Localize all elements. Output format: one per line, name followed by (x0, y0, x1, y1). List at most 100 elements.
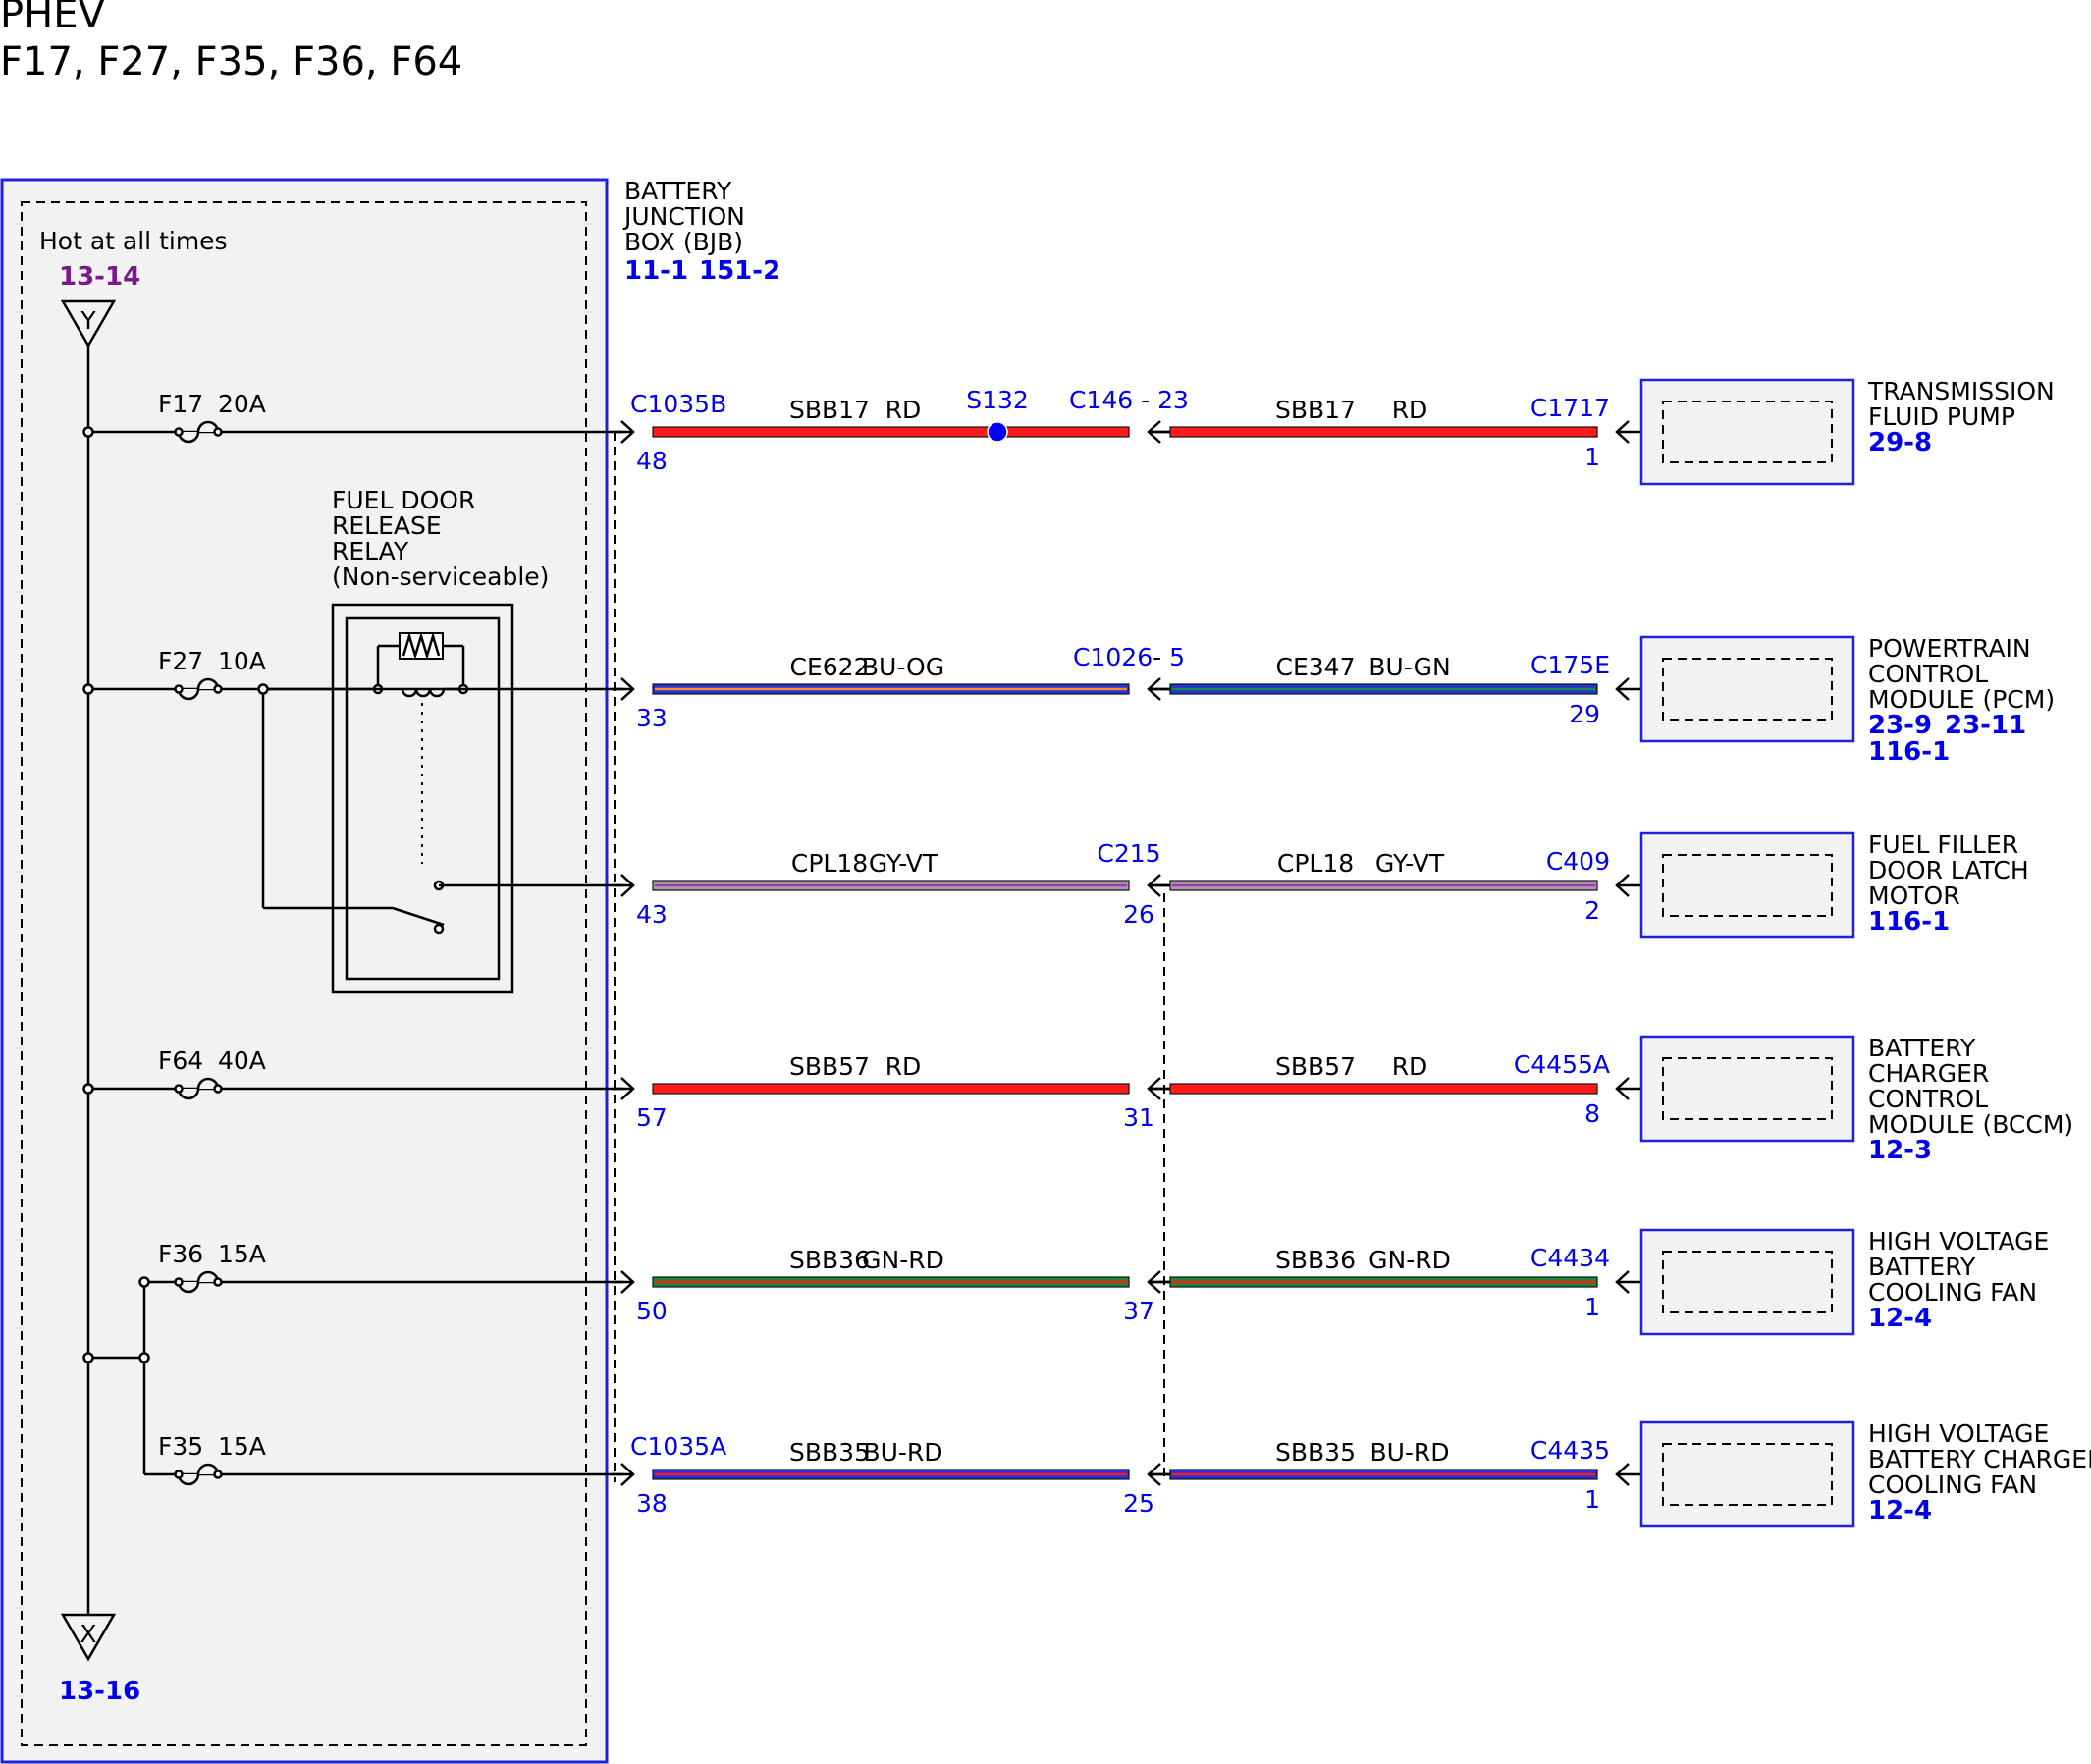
device-name-line: FUEL FILLER (1868, 830, 2018, 859)
device-name-line: BATTERY CHARGER (1868, 1445, 2091, 1473)
device-ref-link[interactable]: 116-1 (1868, 907, 1950, 936)
device-ref-link[interactable]: 12-4 (1868, 1304, 1932, 1333)
fuse-name: F27 (158, 647, 203, 675)
device-ref-link[interactable]: 12-4 (1868, 1496, 1932, 1525)
left-wire-circuit: SBB57 (789, 1052, 870, 1081)
device-box[interactable] (1639, 378, 1855, 486)
fuse-terminal (174, 1277, 184, 1287)
device-connector-id[interactable]: C4435 (1530, 1436, 1610, 1465)
splice-x-triangle (60, 1613, 117, 1662)
device-inner-boundary (1662, 658, 1833, 721)
device-name-line: CHARGER (1868, 1059, 1989, 1088)
bjb-ref-1[interactable]: 11-1 (624, 256, 688, 286)
device-name-line: DOOR LATCH (1868, 856, 2029, 884)
fuse-terminal (213, 427, 223, 437)
device-connector-id[interactable]: C175E (1530, 651, 1610, 679)
device-connector-arrow (1615, 1463, 1638, 1486)
device-connector-arrow (1615, 874, 1638, 897)
bus-node (82, 1083, 94, 1095)
device-ref-link[interactable]: 23-9 (1868, 711, 1932, 740)
fuse-terminal (174, 1470, 184, 1479)
bjb-ref-2[interactable]: 151-2 (699, 256, 780, 286)
bjb-box (0, 178, 609, 1764)
inline-pin-number: 23 (1157, 386, 1189, 414)
inline-pin-number: 31 (1123, 1103, 1154, 1132)
device-box[interactable] (1639, 1420, 1855, 1528)
right-wire (1169, 426, 1598, 438)
inline-connector-label[interactable]: C146 - 23 (1069, 386, 1189, 414)
bottom-ref-link[interactable]: 13-16 (59, 1677, 140, 1706)
device-inner-boundary (1662, 1057, 1833, 1120)
device-ref-link[interactable]: 23-11 (1945, 711, 2026, 740)
device-box[interactable] (1639, 635, 1855, 743)
device-pin-number: 1 (1584, 443, 1600, 471)
left-wire-color: BU-RD (863, 1438, 942, 1467)
device-inner-boundary (1662, 854, 1833, 917)
hot-ref-link[interactable]: 13-14 (59, 262, 140, 292)
device-ref-link[interactable]: 12-3 (1868, 1136, 1932, 1165)
relay-coil-icon (263, 631, 469, 864)
bjb-connector-arrow (612, 677, 635, 701)
left-wire-color: RD (885, 396, 922, 424)
inline-connector-label[interactable]: C215 (1097, 839, 1160, 868)
relay-feed-node (257, 683, 269, 695)
device-ref-link[interactable]: 116-1 (1868, 737, 1950, 767)
device-name-line: COOLING FAN (1868, 1470, 2037, 1499)
left-wire-color: GY-VT (869, 849, 938, 878)
bjb-inner-boundary (21, 201, 587, 1746)
device-connector-arrow (1615, 677, 1638, 701)
splice-id[interactable]: S132 (966, 386, 1029, 414)
bjb-connector-arrow (612, 874, 635, 897)
bjb-connector-id[interactable]: C1035B (630, 390, 726, 418)
inline-connector-id[interactable]: C1026 (1073, 643, 1153, 671)
device-name-line: MODULE (PCM) (1868, 685, 2055, 714)
fuse-rating: 40A (218, 1046, 266, 1075)
device-connector-id[interactable]: C1717 (1530, 394, 1610, 422)
device-connector-id[interactable]: C4434 (1530, 1244, 1610, 1272)
device-pin-number: 2 (1584, 896, 1600, 925)
inline-connector-label[interactable]: C1026- 5 (1073, 643, 1185, 671)
device-box[interactable] (1639, 1035, 1855, 1143)
right-wire-circuit: CPL18 (1277, 849, 1354, 878)
fuse-terminal (174, 427, 184, 437)
device-connector-arrow (1615, 1270, 1638, 1294)
header-line1: PHEV (0, 0, 105, 37)
relay-name-line3: RELAY (332, 537, 409, 565)
fuse-icon (177, 1077, 220, 1100)
bjb-name-line2: JUNCTION (622, 202, 745, 231)
bjb-connector-arrow (612, 1077, 635, 1100)
device-ref-link[interactable]: 29-8 (1868, 428, 1932, 457)
fuse-icon (177, 420, 220, 444)
device-connector-id[interactable]: C409 (1546, 847, 1610, 876)
inline-pin-number: 26 (1123, 900, 1154, 929)
splice-y-triangle (60, 299, 117, 348)
splice-point-icon[interactable] (987, 421, 1008, 443)
device-name-line: COOLING FAN (1868, 1278, 2037, 1307)
device-box[interactable] (1639, 1228, 1855, 1336)
fuse-icon (177, 1463, 220, 1486)
right-wire-circuit: CE347 (1276, 653, 1356, 681)
bjb-connector-id[interactable]: C1035A (630, 1432, 726, 1461)
left-wire-color: RD (885, 1052, 922, 1081)
fuse-rating: 10A (218, 647, 266, 675)
device-inner-boundary (1662, 401, 1833, 463)
bjb-name-line1: BATTERY (624, 177, 732, 205)
device-connector-arrow (1615, 420, 1638, 444)
inline-connector-id[interactable]: C215 (1097, 839, 1160, 868)
right-wire-color: RD (1392, 396, 1428, 424)
device-name-line: HIGH VOLTAGE (1868, 1227, 2049, 1256)
fuse-rating: 15A (218, 1240, 266, 1268)
left-wire-circuit: CE622 (790, 653, 870, 681)
device-box[interactable] (1639, 831, 1855, 939)
bjb-pin-number: 48 (636, 447, 668, 475)
inline-connector-sep: - (1133, 386, 1157, 414)
inline-connector-id[interactable]: C146 (1069, 386, 1133, 414)
bjb-connector-arrow (612, 1270, 635, 1294)
device-pin-number: 8 (1584, 1099, 1600, 1128)
device-connector-id[interactable]: C4455A (1514, 1050, 1610, 1079)
bus-node (138, 1276, 150, 1288)
